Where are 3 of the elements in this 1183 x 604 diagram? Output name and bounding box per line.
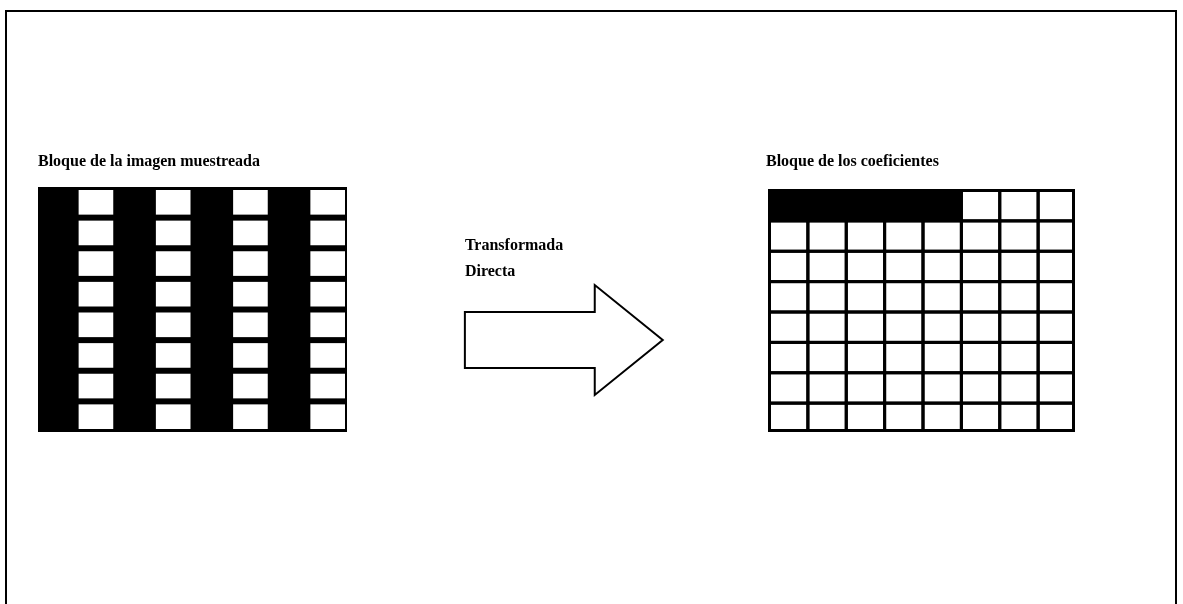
block-heading: Bloque de los coeficientes: [766, 152, 939, 170]
block-heading: Bloque de la imagen muestreada: [38, 152, 260, 170]
block-arrow: [463, 282, 665, 398]
